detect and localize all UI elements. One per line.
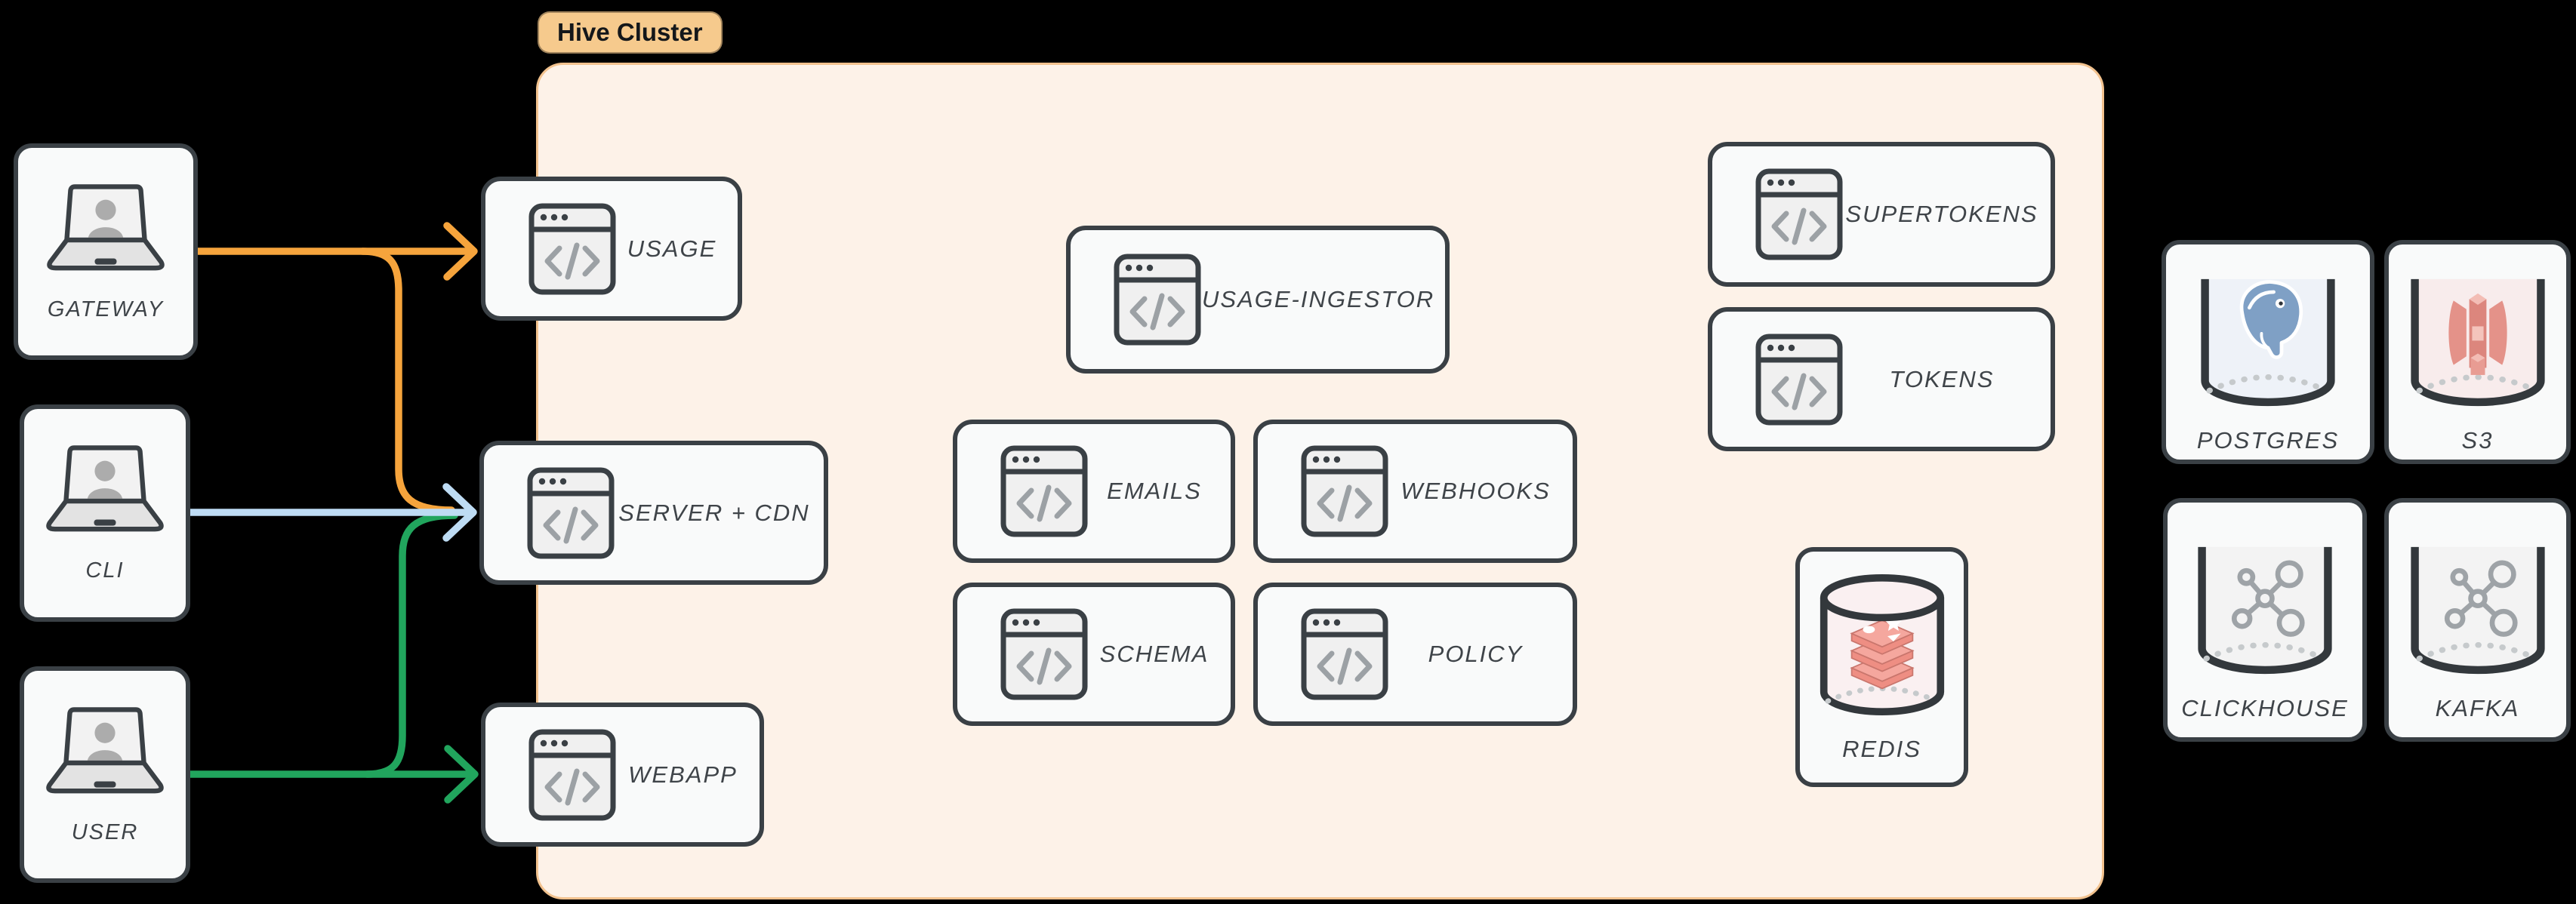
service-node-tokens: TOKENS xyxy=(1708,307,2055,451)
service-label-schema: SCHEMA xyxy=(1099,641,1209,667)
service-label-policy: POLICY xyxy=(1428,641,1524,667)
code-window-icon xyxy=(528,728,617,822)
edge-gateway-usage-arrowhead xyxy=(443,222,478,281)
datastore-label-s3: S3 xyxy=(2461,426,2494,454)
edge-user-servercdn xyxy=(363,512,458,778)
molecule-cylinder-icon xyxy=(2193,518,2337,683)
service-label-supertokens: SUPERTOKENS xyxy=(1845,201,2038,227)
edge-gateway-servercdn xyxy=(359,248,455,514)
service-node-webhooks: WEBHOOKS xyxy=(1253,420,1577,563)
service-node-server-cdn: SERVER + CDN xyxy=(479,441,828,585)
service-node-redis: REDIS xyxy=(1795,547,1968,787)
service-label-webapp: WEBAPP xyxy=(628,761,738,788)
code-window-icon xyxy=(526,466,615,560)
datastore-node-clickhouse: CLICKHOUSE xyxy=(2163,498,2367,742)
service-label-webhooks: WEBHOOKS xyxy=(1400,478,1551,504)
service-label-tokens: TOKENS xyxy=(1889,365,1995,392)
laptop-user-icon xyxy=(40,443,170,539)
datastore-node-s3: S3 xyxy=(2384,240,2571,464)
service-node-usage: USAGE xyxy=(481,177,742,321)
service-label-usage-ingestor: USAGE-INGESTOR xyxy=(1202,286,1435,312)
service-label-usage: USAGE xyxy=(627,235,717,262)
client-label-gateway: GATEWAY xyxy=(47,297,165,321)
datastore-label-clickhouse: CLICKHOUSE xyxy=(2181,694,2349,721)
datastore-label-kafka: KAFKA xyxy=(2435,694,2520,721)
service-node-supertokens: SUPERTOKENS xyxy=(1708,142,2055,287)
code-window-icon xyxy=(528,202,617,296)
laptop-user-icon xyxy=(40,705,170,801)
code-window-icon xyxy=(1000,444,1089,538)
code-window-icon xyxy=(1000,607,1089,701)
molecule-cylinder-icon xyxy=(2406,518,2550,683)
service-node-webapp: WEBAPP xyxy=(481,703,764,847)
hive-cluster-label-text: Hive Cluster xyxy=(557,18,703,46)
service-label-redis: REDIS xyxy=(1842,736,1921,762)
service-node-policy: POLICY xyxy=(1253,583,1577,726)
s3-cylinder-icon xyxy=(2406,251,2550,415)
client-node-user: USER xyxy=(20,666,190,883)
datastore-label-postgres: POSTGRES xyxy=(2196,426,2340,454)
client-label-cli: CLI xyxy=(85,558,125,583)
redis-cylinder-icon xyxy=(1816,571,1949,724)
service-node-emails: EMAILS xyxy=(953,420,1235,563)
edge-user-webapp-arrowhead xyxy=(444,745,479,804)
client-node-cli: CLI xyxy=(20,404,190,622)
code-window-icon xyxy=(1755,333,1844,426)
service-node-usage-ingestor: USAGE-INGESTOR xyxy=(1066,226,1450,374)
datastore-node-postgres: POSTGRES xyxy=(2162,240,2374,464)
service-node-schema: SCHEMA xyxy=(953,583,1235,726)
code-window-icon xyxy=(1755,168,1844,261)
service-label-emails: EMAILS xyxy=(1107,478,1202,504)
code-window-icon xyxy=(1300,444,1389,538)
client-label-user: USER xyxy=(71,819,139,844)
postgres-cylinder-icon xyxy=(2196,251,2340,415)
client-node-gateway: GATEWAY xyxy=(14,143,198,360)
edge-cli-servercdn-arrowhead xyxy=(442,483,477,542)
laptop-user-icon xyxy=(41,182,171,278)
hive-cluster-label: Hive Cluster xyxy=(538,11,723,54)
service-label-server-cdn: SERVER + CDN xyxy=(618,499,810,526)
code-window-icon xyxy=(1113,253,1202,346)
datastore-node-kafka: KAFKA xyxy=(2384,498,2571,742)
code-window-icon xyxy=(1300,607,1389,701)
